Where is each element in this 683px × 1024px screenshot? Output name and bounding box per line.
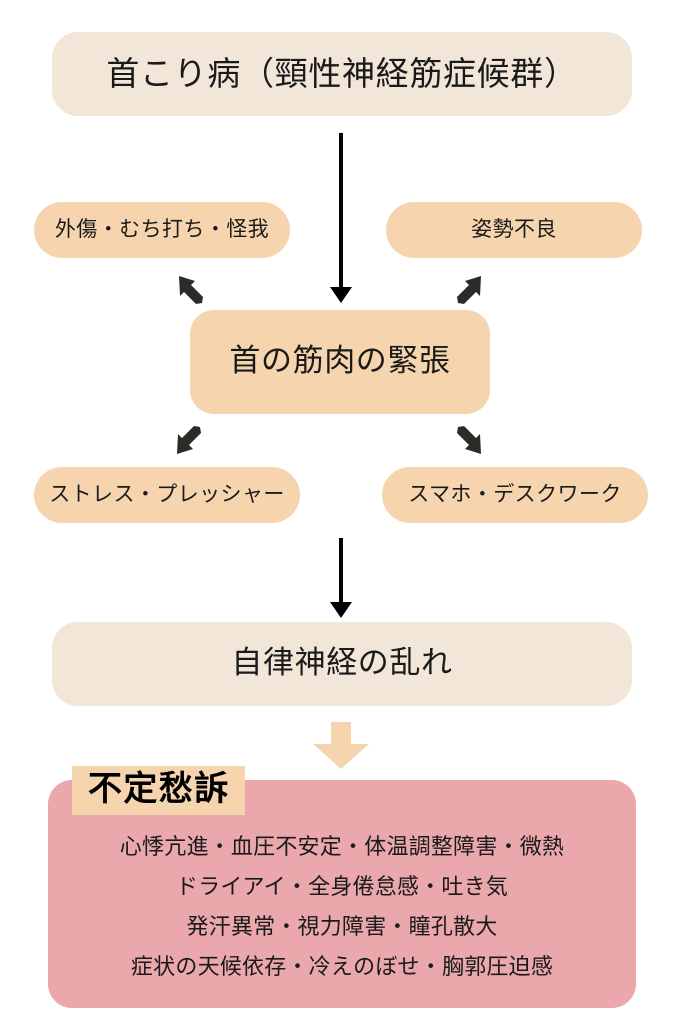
arrow-shaft	[339, 538, 343, 602]
symptom-panel-badge: 不定愁訴	[72, 766, 246, 816]
center-box-neck-muscle-tension: 首の筋肉の緊張	[190, 310, 490, 414]
arrow-head	[330, 602, 352, 618]
arrow-deskwork-to-center	[450, 420, 488, 458]
arrow-title-to-center	[330, 133, 352, 303]
arrow-posture-to-center	[450, 272, 488, 310]
symptom-list: 心悸亢進・血圧不安定・体温調整障害・微熱 ドライアイ・全身倦怠感・吐き気 発汗異…	[48, 828, 636, 988]
arrow-head	[330, 287, 352, 303]
autonomic-nervous-disorder-box: 自律神経の乱れ	[52, 622, 632, 706]
list-item: 症状の天候依存・冷えのぼせ・胸郭圧迫感	[130, 955, 554, 981]
cause-box-smartphone-deskwork: スマホ・デスクワーク	[382, 467, 648, 523]
arrow-shaft	[339, 133, 343, 287]
arrow-trauma-to-center	[172, 272, 210, 310]
list-item: 心悸亢進・血圧不安定・体温調整障害・微熱	[119, 835, 565, 860]
cause-box-trauma: 外傷・むち打ち・怪我	[34, 202, 290, 258]
cause-box-posture: 姿勢不良	[386, 202, 642, 258]
list-item: ドライアイ・全身倦怠感・吐き気	[175, 875, 509, 901]
arrow-stress-to-center	[170, 420, 208, 458]
symptom-panel: 心悸亢進・血圧不安定・体温調整障害・微熱 ドライアイ・全身倦怠感・吐き気 発汗異…	[48, 780, 636, 1008]
arrow-center-to-autonomic	[330, 538, 352, 618]
title-box: 首こり病（頸性神経筋症候群）	[52, 32, 632, 116]
cause-box-stress: ストレス・プレッシャー	[34, 467, 300, 523]
list-item: 発汗異常・視力障害・瞳孔散大	[186, 915, 498, 941]
block-arrow-down-icon	[312, 722, 370, 770]
